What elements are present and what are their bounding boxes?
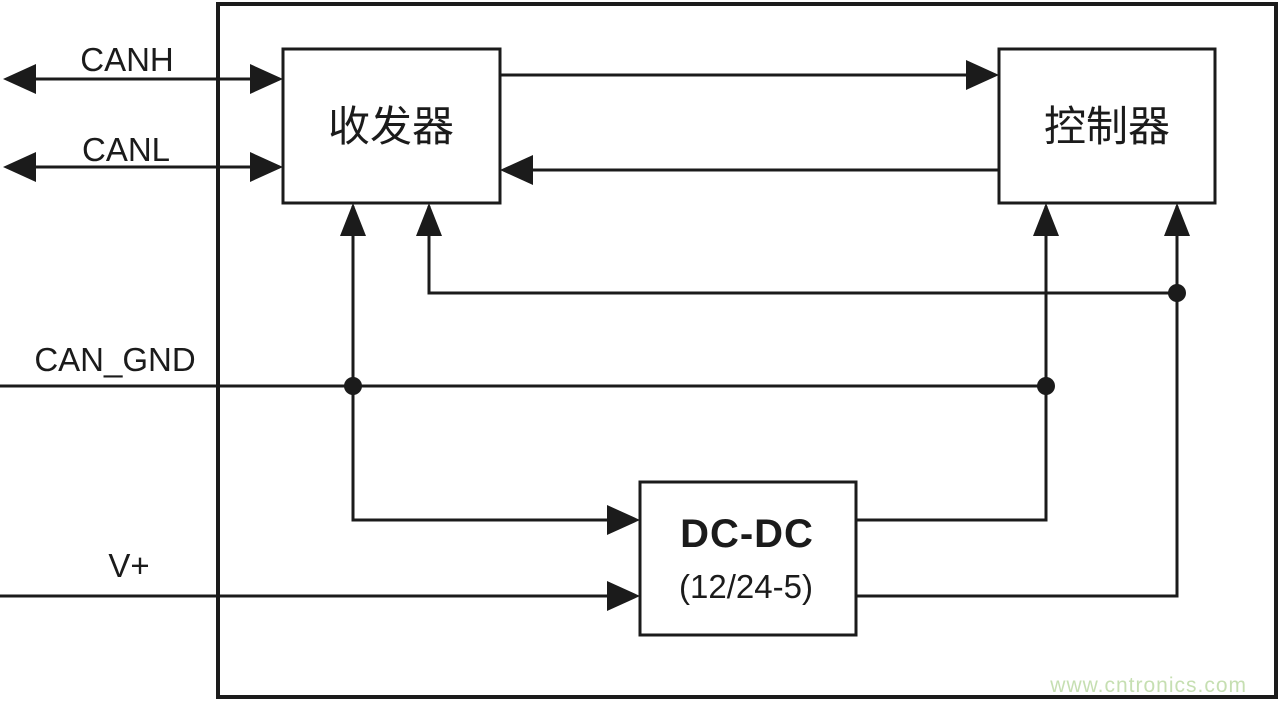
gnd-to-dcdc-arrowhead-icon: [607, 505, 640, 535]
dcdc-lower-output-wire: [856, 206, 1179, 598]
can-gnd-label: CAN_GND: [34, 341, 195, 378]
dcdc-to-controller-arrowhead1-icon: [1033, 203, 1059, 236]
transceiver-block: [281, 47, 502, 205]
dcdc-label-line2: (12/24-5): [679, 568, 813, 605]
supply-to-transceiver-wire: [427, 206, 1177, 295]
canl-label: CANL: [82, 131, 170, 168]
dcdc-to-controller-arrowhead2-icon: [1164, 203, 1190, 236]
gnd-branch-wire: [351, 206, 636, 522]
watermark-text: www.cntronics.com: [1049, 674, 1247, 697]
junction-dot-gnd-right: [1037, 377, 1055, 395]
v-plus-arrowhead-icon: [607, 581, 640, 611]
junction-dot-gnd-left: [344, 377, 362, 395]
canl-arrowhead-left-icon: [3, 152, 36, 182]
canl-arrowhead-right-icon: [250, 152, 283, 182]
dcdc-label-line1: DC-DC: [680, 512, 814, 556]
controller-to-transceiver-arrowhead-icon: [500, 155, 533, 185]
supply-to-transceiver-arrowhead-icon: [416, 203, 442, 236]
canh-arrowhead-right-icon: [250, 64, 283, 94]
canh-arrowhead-left-icon: [3, 64, 36, 94]
controller-label: 控制器: [1044, 103, 1170, 150]
system-boundary-box: [216, 2, 1278, 699]
transceiver-to-controller-arrowhead-icon: [966, 60, 999, 90]
controller-block: [997, 47, 1217, 205]
transceiver-label: 收发器: [328, 103, 454, 150]
dcdc-block: [638, 480, 858, 637]
dcdc-upper-output-wire: [856, 206, 1048, 522]
gnd-to-transceiver-arrowhead-icon: [340, 203, 366, 236]
junction-dot-supply: [1168, 284, 1186, 302]
v-plus-label: V+: [108, 547, 149, 584]
canh-label: CANH: [80, 41, 174, 78]
